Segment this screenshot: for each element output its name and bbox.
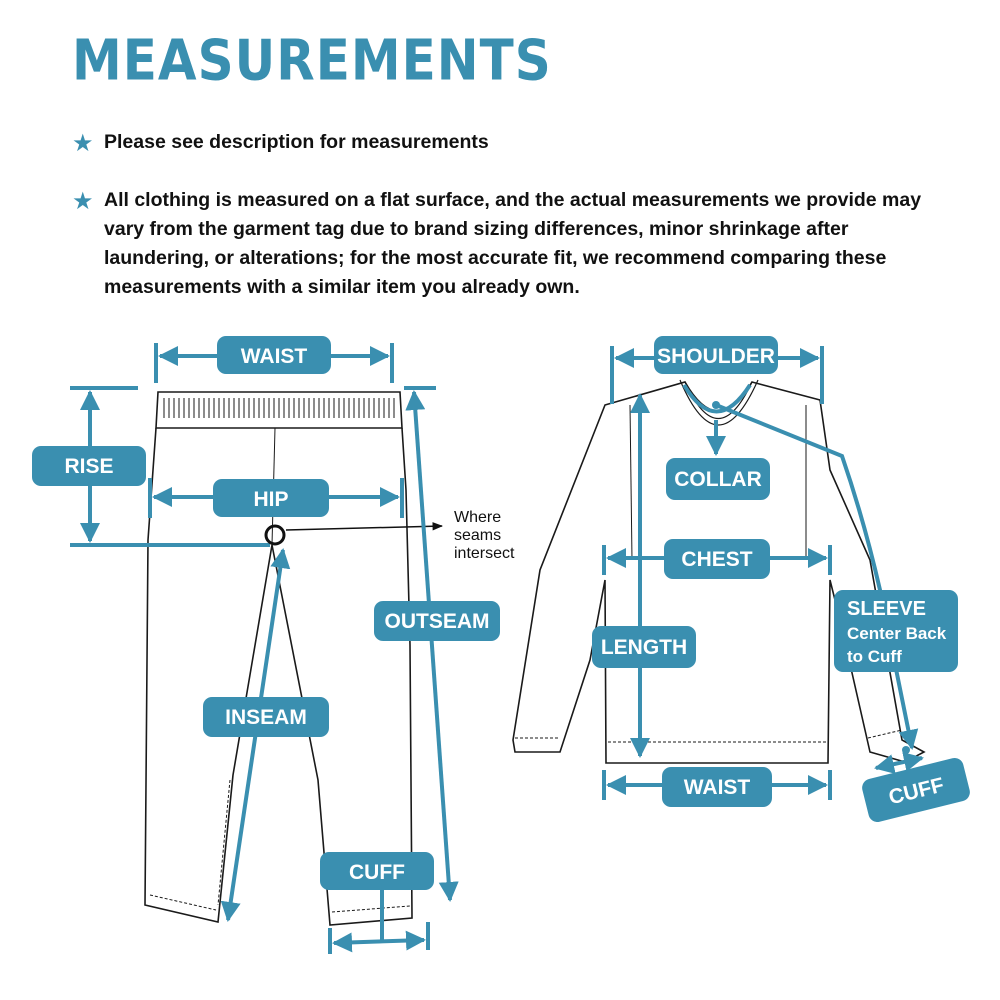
seam-intersection-marker	[264, 524, 286, 546]
sleeve-label: SLEEVE	[847, 598, 926, 620]
bullet-text: All clothing is measured on a flat surfa…	[104, 189, 922, 298]
length-tag	[592, 626, 696, 668]
bullet-item: ★ Please see description for measurement…	[72, 128, 952, 158]
pants-waist-label: WAIST	[241, 345, 308, 368]
shirt-waist-label: WAIST	[684, 776, 751, 799]
bullet-item: ★ All clothing is measured on a flat sur…	[72, 186, 952, 302]
sleeve-sublabel: to Cuff	[847, 647, 902, 666]
sleeve-arrow	[715, 403, 919, 754]
pants-cuff-arrow	[328, 890, 430, 954]
pants-cuff-label: CUFF	[349, 861, 405, 884]
bullet-text: Please see description for measurements	[104, 131, 489, 153]
seam-note-line: Where	[454, 509, 501, 526]
star-icon: ★	[72, 129, 94, 157]
shirt-waist-tag	[662, 767, 772, 807]
pants-cuff-tag	[320, 852, 434, 890]
chest-tag	[664, 539, 770, 579]
collar-tag	[666, 458, 770, 500]
page-title: MEASUREMENTS	[72, 28, 552, 93]
hip-label: HIP	[253, 488, 288, 511]
seam-note-line: seams	[454, 527, 501, 544]
outseam-tag	[374, 601, 500, 641]
outseam-arrow	[404, 386, 459, 902]
shirt-cuff-badge: CUFF	[862, 757, 970, 823]
seam-note-line: intersect	[454, 545, 515, 562]
shirt-cuff-tag	[862, 757, 970, 823]
star-icon: ★	[72, 187, 94, 215]
sleeve-sublabel: Center Back	[847, 624, 947, 643]
chest-label: CHEST	[681, 548, 752, 571]
shoulder-label: SHOULDER	[657, 345, 775, 368]
seam-pointer	[285, 522, 444, 531]
length-label: LENGTH	[601, 636, 687, 659]
hip-tag	[213, 479, 329, 517]
inseam-label: INSEAM	[225, 706, 307, 729]
collar-label: COLLAR	[674, 468, 762, 491]
outseam-label: OUTSEAM	[385, 610, 490, 633]
pants-outline	[144, 391, 413, 926]
seam-note: Where seams intersect	[454, 509, 515, 562]
pants-waist-tag	[217, 336, 331, 374]
shirt-cuff-arrow	[874, 752, 924, 774]
sleeve-tag	[834, 590, 958, 672]
rise-label: RISE	[64, 455, 113, 478]
inseam-tag	[203, 697, 329, 737]
rise-tag	[32, 446, 146, 486]
waistband-ribbing	[163, 398, 395, 418]
shoulder-tag	[654, 336, 778, 374]
